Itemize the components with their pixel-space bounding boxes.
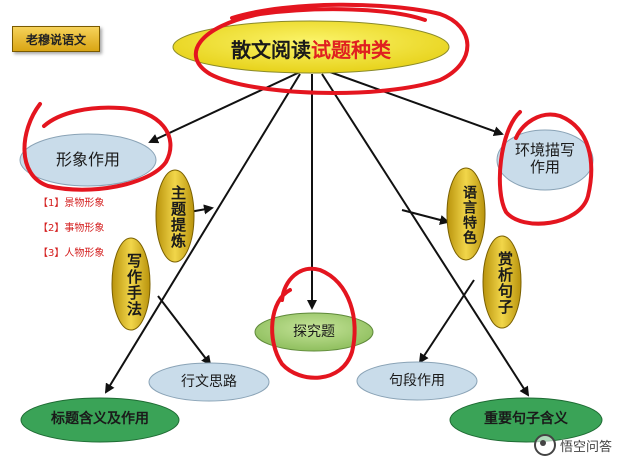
- xingxiang-label: 形象作用: [55, 150, 120, 169]
- xingwen-label: 行文思路: [181, 374, 237, 390]
- xingxiang-list-item: 【2】事物形象: [38, 223, 105, 234]
- xiezuo-label: 写作手法: [125, 253, 143, 317]
- huanjing-label: 环境描写 作用: [497, 141, 593, 177]
- title-node: [172, 20, 450, 74]
- juduan-node: [356, 361, 478, 401]
- watermark: 悟空问答: [533, 434, 612, 456]
- biaoti-node: [20, 397, 180, 443]
- zhongyao-label: 重要句子含义: [484, 411, 568, 427]
- tanjiu-label: 探究题: [293, 324, 335, 340]
- shangxi-node: [482, 235, 522, 329]
- yuyan-node: [446, 167, 486, 261]
- huanjing-line-2: 作用: [529, 158, 560, 177]
- watermark-text: 悟空问答: [559, 439, 612, 455]
- xingxiang-node: [19, 133, 157, 187]
- xingxiang-list-item: 【3】人物形象: [38, 248, 105, 259]
- tanjiu-node: [254, 312, 374, 352]
- zhuti-node: [155, 169, 195, 263]
- zhongyao-node: [449, 397, 603, 443]
- shangxi-label: 赏析句子: [496, 251, 514, 315]
- wukong-logo-icon: [533, 434, 556, 456]
- zhuti-label: 主题提炼: [169, 185, 187, 249]
- title-label: 散文阅读试题种类: [173, 34, 449, 63]
- title-prefix: 散文阅读: [231, 38, 311, 62]
- huanjing-line-1: 环境描写: [514, 141, 575, 159]
- xingxiang-list-item: 【1】景物形象: [38, 198, 105, 209]
- author-badge: 老穆说语文: [12, 26, 100, 52]
- xingwen-node: [148, 362, 270, 402]
- yuyan-label: 语言特色: [461, 185, 477, 245]
- juduan-label: 句段作用: [389, 373, 445, 389]
- biaoti-label: 标题含义及作用: [51, 411, 149, 427]
- red-annotation-circles: [22, 2, 594, 380]
- huanjing-node: [496, 129, 594, 191]
- xiezuo-node: [111, 237, 151, 331]
- title-highlight: 试题种类: [311, 38, 391, 62]
